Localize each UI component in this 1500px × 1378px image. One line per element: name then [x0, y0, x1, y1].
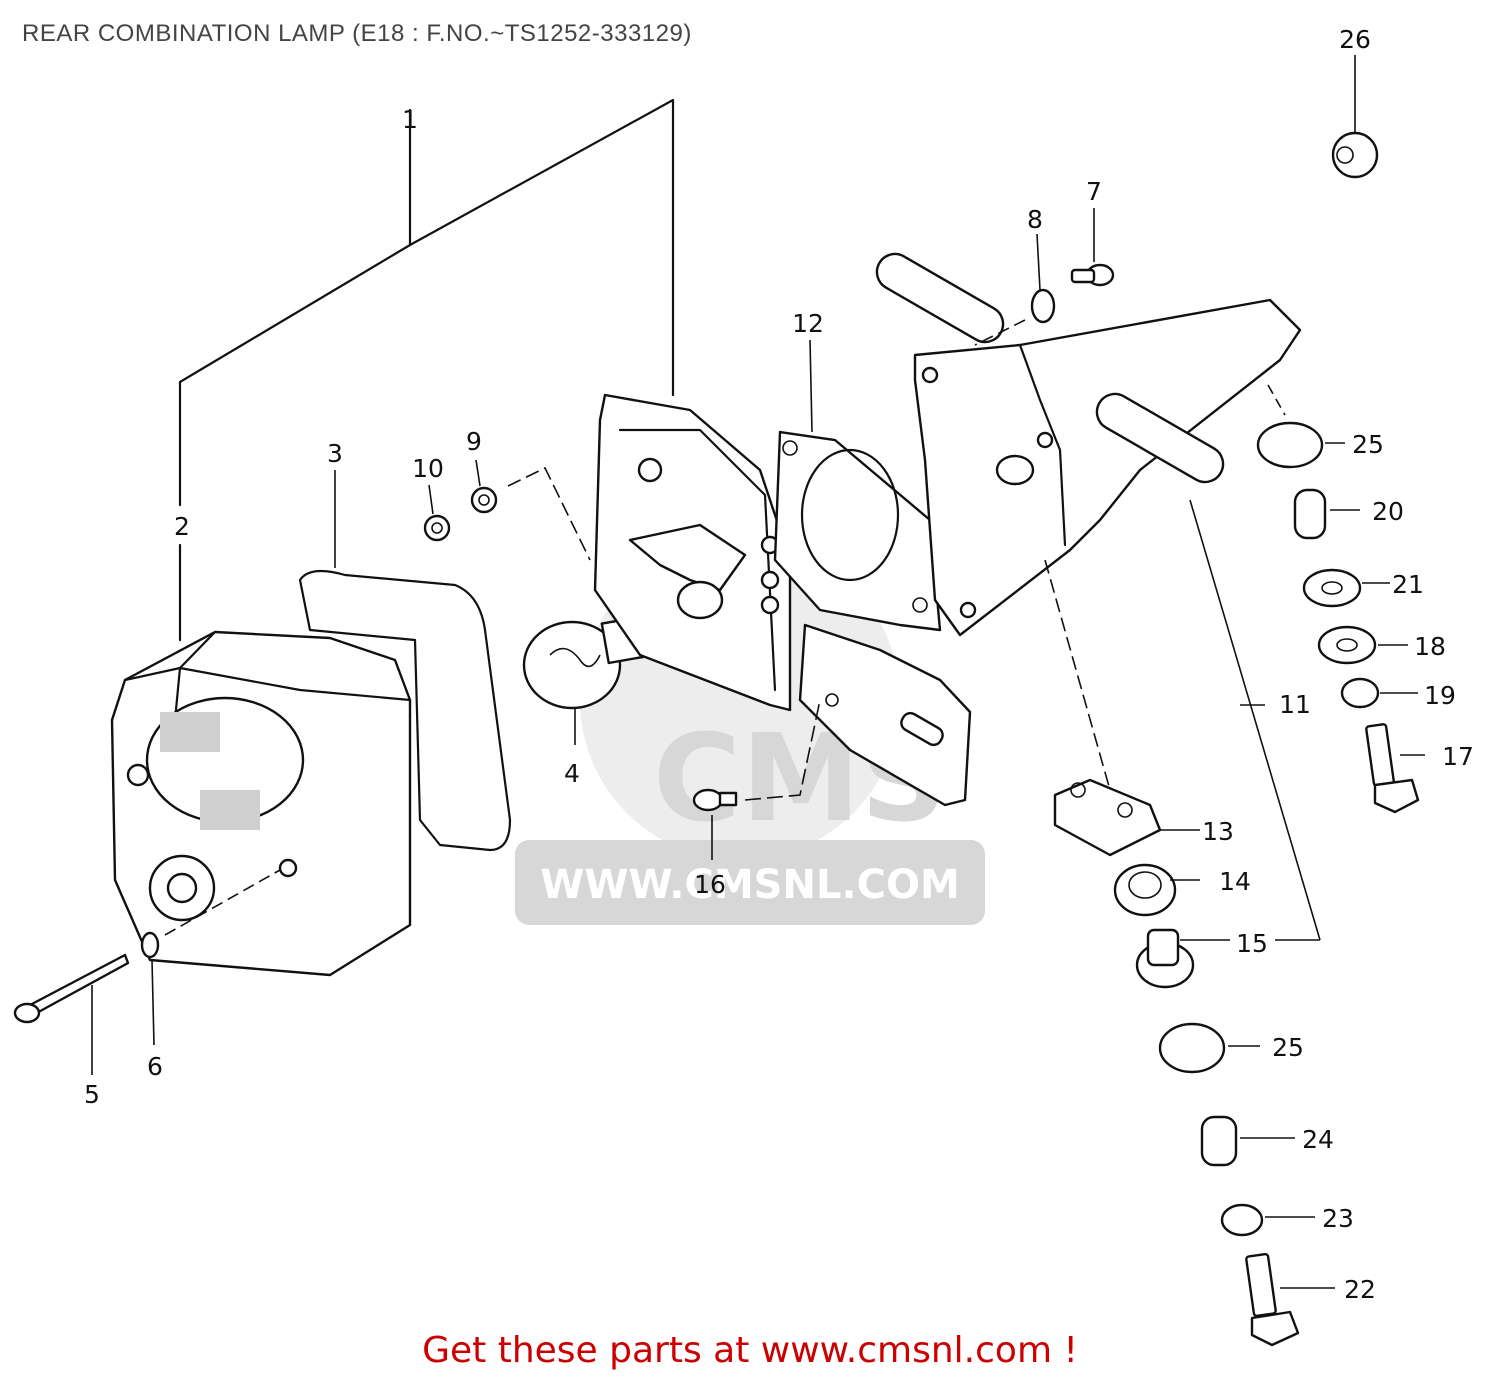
diagram-title: REAR COMBINATION LAMP (E18 : F.NO.~TS125…: [22, 20, 692, 47]
callout-12: 12: [792, 309, 824, 338]
part-clamp-13: [1053, 778, 1200, 857]
callout-8: 8: [1027, 205, 1043, 234]
callout-5: 5: [84, 1080, 100, 1109]
part-grommet-14: [1113, 863, 1200, 917]
callout-7: 7: [1086, 177, 1102, 206]
part-bolt-22: [1245, 1252, 1335, 1347]
part-bolt-17: [1365, 723, 1425, 814]
callout-13: 13: [1202, 817, 1234, 846]
part-gasket: [298, 470, 512, 852]
part-socket-plate: [593, 393, 792, 712]
part-washer-8: [974, 233, 1056, 346]
callout-17: 17: [1442, 742, 1474, 771]
assembly-bracket-1: [178, 98, 675, 642]
callout-4: 4: [564, 759, 580, 788]
footer-link-text[interactable]: Get these parts at www.cmsnl.com !: [422, 1330, 1078, 1371]
callout-3: 3: [327, 439, 343, 468]
part-washer-9: [470, 459, 591, 561]
part-washer-19: [1340, 677, 1418, 709]
part-screw-16: [692, 699, 821, 860]
part-nut-10: [423, 484, 451, 542]
callout-23: 23: [1322, 1204, 1354, 1233]
callout-15: 15: [1236, 929, 1268, 958]
callout-21: 21: [1392, 570, 1424, 599]
part-nut-25-lower: [1158, 1022, 1260, 1074]
callout-2: 2: [174, 512, 190, 541]
callout-10: 10: [412, 454, 444, 483]
callout-labels: 1 2 3 4 5 6 7 8 9 10 11 12 13 14 15 16 1…: [84, 25, 1474, 1304]
part-washer-6: [140, 869, 281, 1046]
part-washer-21: [1302, 568, 1390, 608]
part-gasket-plate: [773, 339, 942, 632]
part-screw-7: [1070, 208, 1115, 287]
watermark-url: WWW.CMSNL.COM: [540, 862, 960, 908]
callout-1: 1: [402, 105, 418, 134]
callout-11: 11: [1279, 690, 1311, 719]
part-washer-23: [1220, 1203, 1315, 1237]
part-nut-26: [1331, 55, 1379, 179]
callout-25-lower: 25: [1272, 1033, 1304, 1062]
part-washer-18: [1317, 625, 1408, 665]
callout-6: 6: [147, 1052, 163, 1081]
callout-26: 26: [1339, 25, 1371, 54]
part-license-bracket: [798, 623, 972, 807]
callout-18: 18: [1414, 632, 1446, 661]
part-screw-5: [13, 953, 130, 1075]
part-collar-24: [1200, 1115, 1295, 1167]
part-collar-15: [1135, 928, 1320, 989]
callout-25-upper: 25: [1352, 430, 1384, 459]
part-bulb: [522, 615, 648, 745]
callout-14: 14: [1219, 867, 1251, 896]
callout-24: 24: [1302, 1125, 1334, 1154]
part-collar-20: [1293, 488, 1360, 540]
part-lens-housing: [110, 630, 412, 977]
callout-20: 20: [1372, 497, 1404, 526]
callout-9: 9: [466, 427, 482, 456]
callout-22: 22: [1344, 1275, 1376, 1304]
callout-19: 19: [1424, 681, 1456, 710]
callout-16: 16: [694, 870, 726, 899]
part-nut-25-upper: [1256, 384, 1345, 469]
